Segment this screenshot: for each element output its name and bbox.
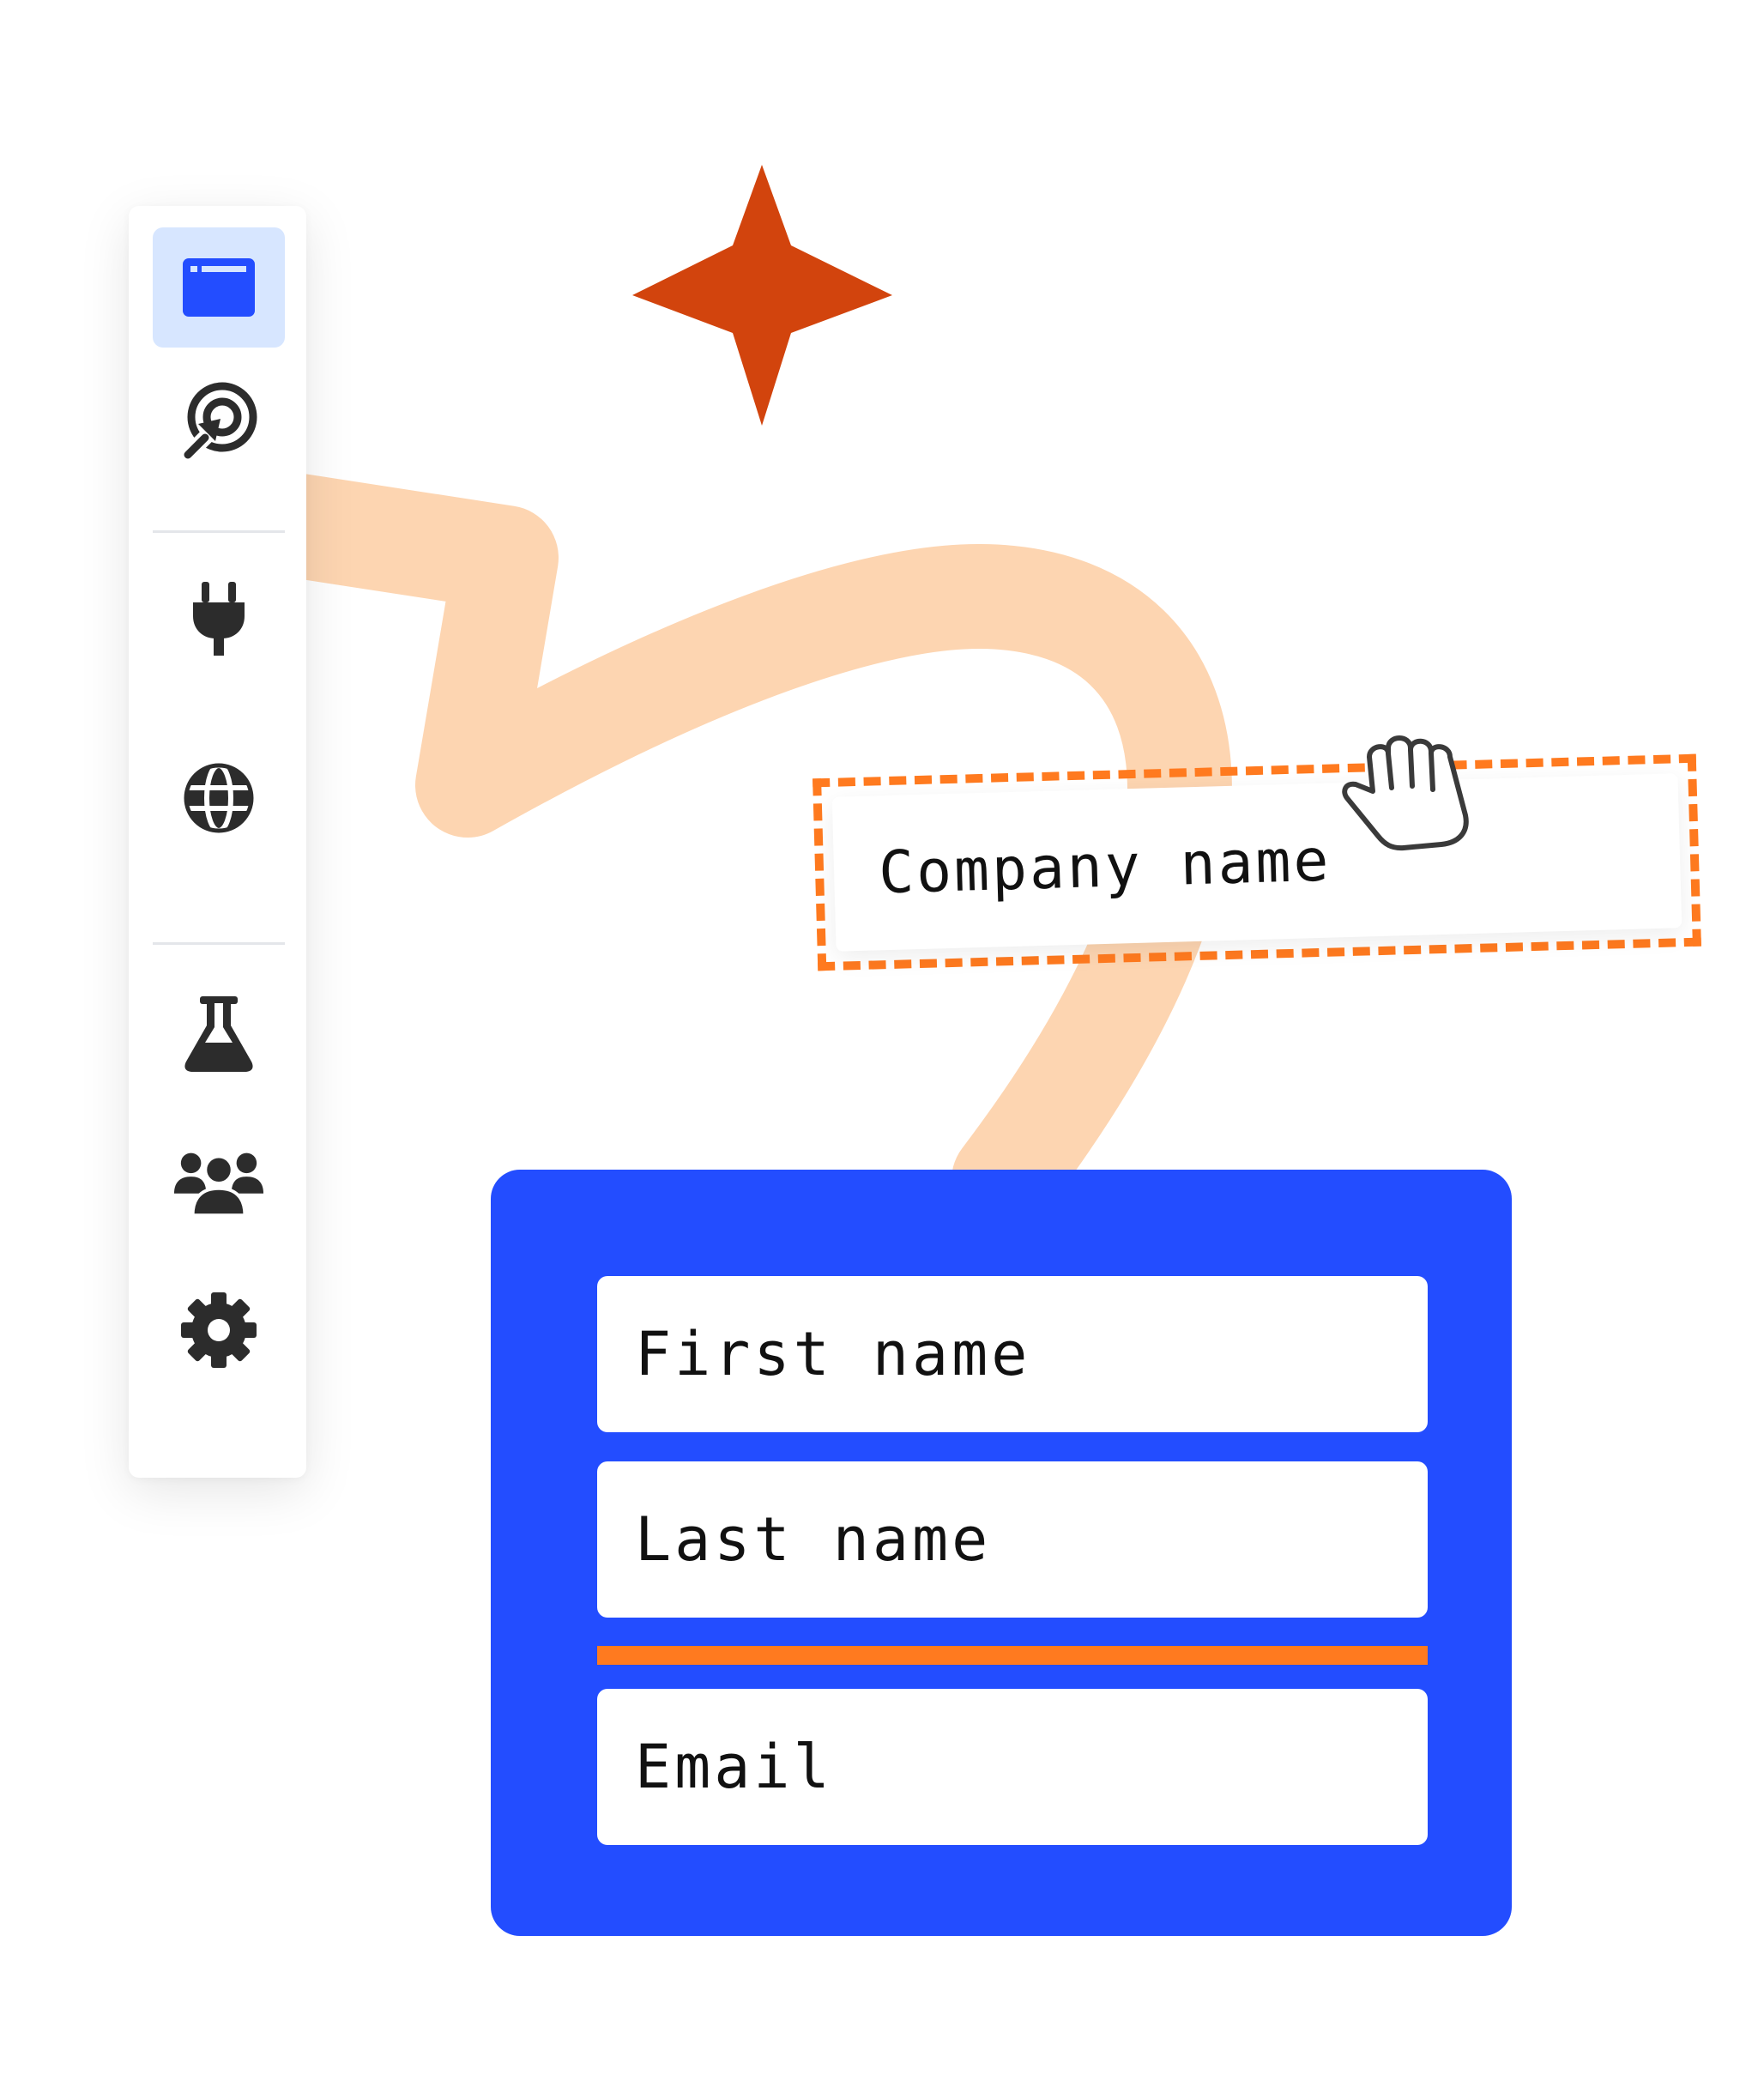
drag-path [231,471,1232,1232]
sidebar-item-pages[interactable] [153,227,285,348]
flask-icon [184,996,253,1072]
email-label: Email [635,1732,833,1802]
sidebar-divider [153,530,285,533]
last-name-field[interactable]: Last name [597,1461,1428,1618]
company-name-label: Company name [878,826,1332,907]
sidebar-item-settings[interactable] [153,1270,285,1390]
users-icon [173,1152,264,1218]
sidebar-item-experiments[interactable] [153,974,285,1094]
sidebar-item-integrations[interactable] [153,558,285,678]
plug-icon [193,582,245,656]
drop-indicator [597,1646,1428,1665]
sidebar-item-targeting[interactable] [153,360,285,481]
dragged-field-container[interactable]: Company name [813,753,1701,971]
sidebar-item-languages[interactable] [153,738,285,858]
sidebar-divider [153,942,285,945]
gear-icon [181,1292,257,1368]
sidebar-item-audience[interactable] [153,1120,285,1240]
four-point-star-icon [632,165,892,426]
last-name-label: Last name [635,1504,992,1575]
form-card: First name Last name Email [491,1170,1512,1936]
globe-icon [184,763,254,833]
email-field[interactable]: Email [597,1689,1428,1845]
grab-hand-icon [1342,735,1469,851]
target-cursor-icon [178,382,257,462]
first-name-field[interactable]: First name [597,1276,1428,1432]
browser-window-icon [183,258,255,317]
company-name-field[interactable]: Company name [831,773,1682,952]
sidebar [129,206,306,1478]
first-name-label: First name [635,1319,1031,1389]
